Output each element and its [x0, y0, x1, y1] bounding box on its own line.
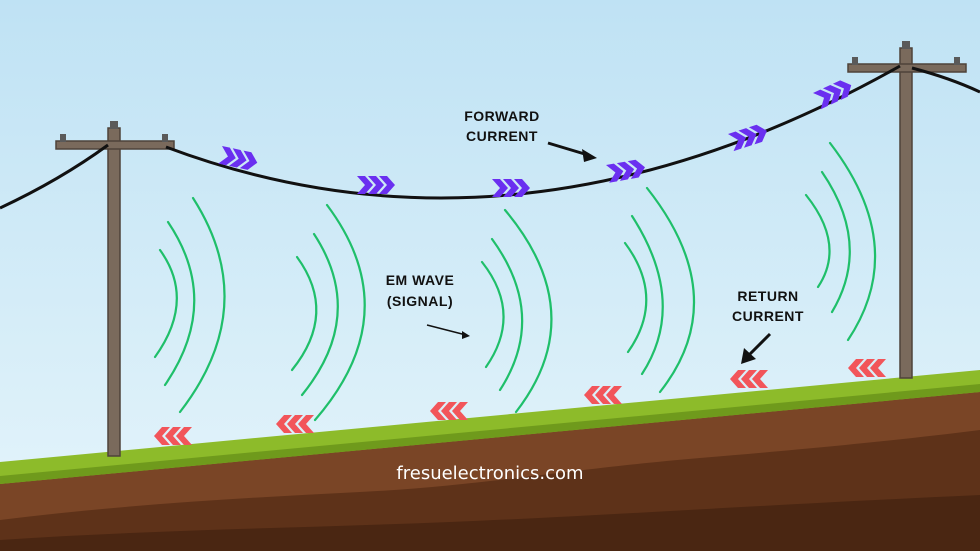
triple-chevron-left-icon	[430, 402, 468, 420]
insulator-icon	[902, 41, 910, 49]
utility-pole-left	[55, 121, 175, 457]
triple-chevron-right-icon	[813, 80, 852, 110]
em-wave-label-line2: (SIGNAL)	[387, 293, 453, 309]
em-wave-label-line1: EM WAVE	[386, 272, 455, 288]
insulator-icon	[852, 57, 858, 65]
wire-right-span	[911, 66, 980, 94]
return-current-pointer	[745, 332, 772, 359]
insulator-icon	[162, 134, 168, 142]
arrowhead-icon	[741, 348, 756, 364]
em-wave-arcs-icon	[623, 186, 696, 394]
pole-left-post	[107, 127, 121, 457]
forward-current-label-line2: CURRENT	[466, 128, 538, 144]
triple-chevron-right-icon	[728, 124, 767, 152]
triple-chevron-left-icon	[154, 427, 192, 445]
insulator-icon	[954, 57, 960, 65]
em-wave-pointer	[426, 324, 467, 336]
triple-chevron-right-icon	[606, 159, 645, 183]
power-lines	[0, 64, 980, 210]
arrowhead-icon	[462, 331, 470, 339]
forward-current-pointer	[547, 141, 589, 157]
insulator-icon	[60, 134, 66, 142]
soil-lower-band	[0, 495, 980, 551]
insulator-icon	[110, 121, 118, 129]
triple-chevron-left-icon	[276, 415, 314, 433]
pole-right-post	[899, 47, 913, 379]
utility-pole-right	[847, 41, 967, 379]
pole-left-crossarm	[55, 140, 175, 150]
ground	[0, 370, 980, 551]
em-wave-arcs-icon	[804, 141, 877, 342]
em-wave-arcs-icon	[153, 196, 226, 414]
em-waves	[153, 141, 877, 422]
em-wave-arcs-icon	[290, 203, 366, 422]
watermark: fresuelectronics.com	[396, 463, 583, 484]
labels: FORWARD CURRENT EM WAVE (SIGNAL) RETURN …	[386, 108, 804, 484]
em-wave-arcs-icon	[480, 208, 553, 414]
arrowhead-icon	[582, 149, 597, 162]
triple-chevron-left-icon	[730, 370, 768, 388]
triple-chevron-right-icon	[218, 146, 258, 170]
triple-chevron-right-icon	[492, 179, 530, 197]
grass-shade	[0, 384, 980, 484]
triple-chevron-left-icon	[848, 359, 886, 377]
wire-main-span	[165, 64, 901, 200]
triple-chevron-right-icon	[357, 176, 395, 194]
triple-chevron-left-icon	[584, 386, 622, 404]
return-current-arrows	[154, 359, 886, 445]
wire-left-span	[0, 143, 109, 210]
return-current-label-line1: RETURN	[737, 288, 798, 304]
forward-current-arrows	[218, 80, 852, 197]
forward-current-label-line1: FORWARD	[464, 108, 540, 124]
pole-right-crossarm	[847, 63, 967, 73]
callout-arrows	[426, 141, 772, 364]
return-current-label-line2: CURRENT	[732, 308, 804, 324]
